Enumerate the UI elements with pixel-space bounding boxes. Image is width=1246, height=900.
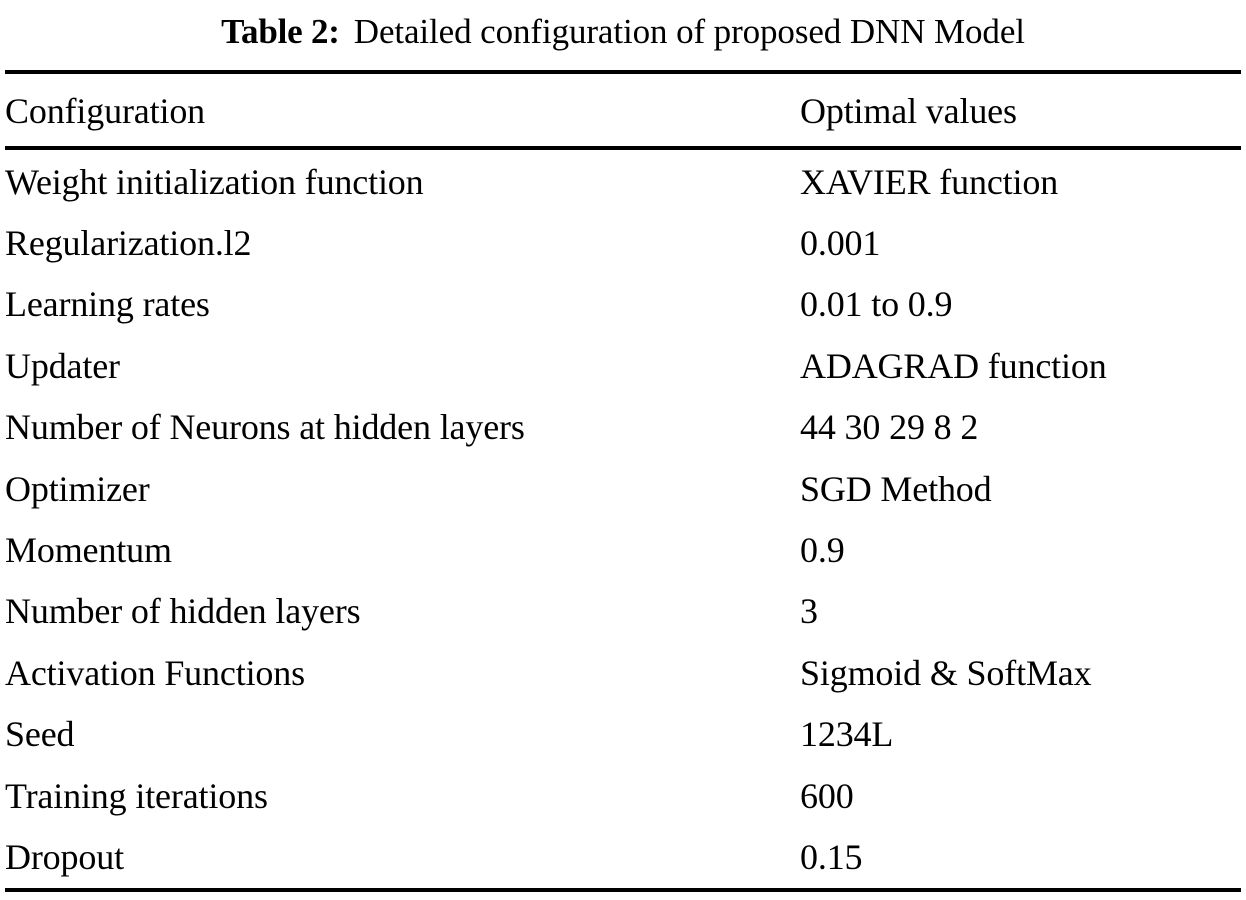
cell-optimal-value: XAVIER function [800,161,1059,202]
cell-configuration: Activation Functions [5,652,305,693]
cell-optimal-value: 0.9 [800,530,845,571]
cell-optimal-value: 600 [800,775,854,816]
cell-configuration: Regularization.l2 [5,223,252,264]
table-row: Learning rates 0.01 to 0.9 [5,274,1241,335]
cell-configuration: Seed [5,714,75,755]
cell-configuration: Dropout [5,836,124,877]
table-header-rule [5,146,1241,150]
table-top-rule [5,70,1241,74]
cell-configuration: Weight initialization function [5,161,424,202]
table-row: Updater ADAGRAD function [5,335,1241,396]
table-row: Number of hidden layers 3 [5,581,1241,642]
cell-configuration: Training iterations [5,775,268,816]
cell-configuration: Optimizer [5,468,150,509]
table-row: Training iterations 600 [5,765,1241,826]
table-body: Weight initialization function XAVIER fu… [5,151,1241,888]
cell-optimal-value: SGD Method [800,468,992,509]
cell-optimal-value: 3 [800,591,818,632]
table-row: Dropout 0.15 [5,826,1241,887]
table-caption-label: Table 2: [221,11,340,51]
table-row: Number of Neurons at hidden layers 44 30… [5,397,1241,458]
cell-configuration: Updater [5,345,120,386]
cell-optimal-value: 44 30 29 8 2 [800,407,979,448]
column-header-configuration: Configuration [5,91,206,131]
cell-optimal-value: Sigmoid & SoftMax [800,652,1092,693]
cell-configuration: Number of hidden layers [5,591,361,632]
cell-optimal-value: 0.01 to 0.9 [800,284,953,325]
table-row: Regularization.l2 0.001 [5,212,1241,273]
cell-configuration: Number of Neurons at hidden layers [5,407,525,448]
cell-configuration: Momentum [5,530,172,571]
table-row: Weight initialization function XAVIER fu… [5,151,1241,212]
table-caption: Table 2: Detailed configuration of propo… [5,2,1241,60]
cell-optimal-value: 0.15 [800,836,863,877]
cell-optimal-value: 1234L [800,714,894,755]
table-row: Optimizer SGD Method [5,458,1241,519]
column-header-optimal-values: Optimal values [800,91,1017,131]
cell-optimal-value: 0.001 [800,223,881,264]
table-row: Seed 1234L [5,704,1241,765]
table-row: Momentum 0.9 [5,519,1241,580]
table-caption-text: Detailed configuration of proposed DNN M… [353,11,1025,51]
cell-configuration: Learning rates [5,284,210,325]
table-row: Activation Functions Sigmoid & SoftMax [5,642,1241,703]
table-header-row: Configuration Optimal values [5,78,1241,144]
table-bottom-rule [5,888,1241,892]
cell-optimal-value: ADAGRAD function [800,345,1107,386]
